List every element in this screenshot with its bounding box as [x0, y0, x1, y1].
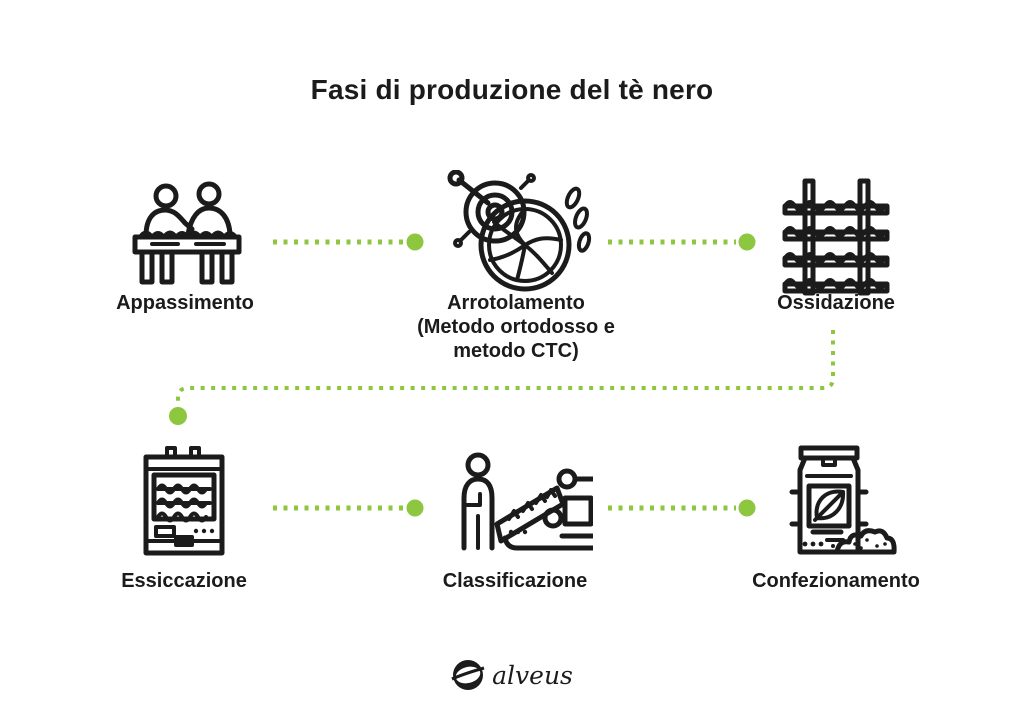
alveus-leaf-logo — [451, 658, 485, 692]
sorting-conveyor-icon — [443, 448, 593, 563]
stage-label-confezionamento: Confezionamento — [752, 570, 920, 592]
brand-name: alveus — [492, 660, 573, 690]
connector-appassimento-arrotolamento — [273, 233, 424, 251]
connector-classificazione-confezionamento — [608, 499, 756, 517]
page-title: Fasi di produzione del tè nero — [310, 74, 714, 105]
footer-brand: alveus — [0, 655, 1024, 695]
connector-essiccazione-classificazione — [273, 499, 424, 517]
stage-label-appassimento: Appassimento — [116, 292, 254, 314]
stage-label-essiccazione: Essiccazione — [121, 570, 247, 592]
rolling-machine-icon — [437, 170, 592, 298]
drying-oven-icon — [134, 442, 234, 560]
stage-label-classificazione: Classificazione — [442, 570, 588, 592]
withering-table-icon — [122, 178, 252, 293]
oxidation-rack-icon — [780, 176, 892, 298]
stage-label-arrotolamento: Arrotolamento (Metodo ortodosso e metodo… — [417, 292, 615, 362]
connector-arrotolamento-ossidazione — [608, 233, 756, 251]
stage-label-ossidazione: Ossidazione — [777, 292, 895, 314]
connector-ossidazione-essiccazione — [169, 330, 835, 425]
packaging-bag-icon — [777, 440, 899, 562]
